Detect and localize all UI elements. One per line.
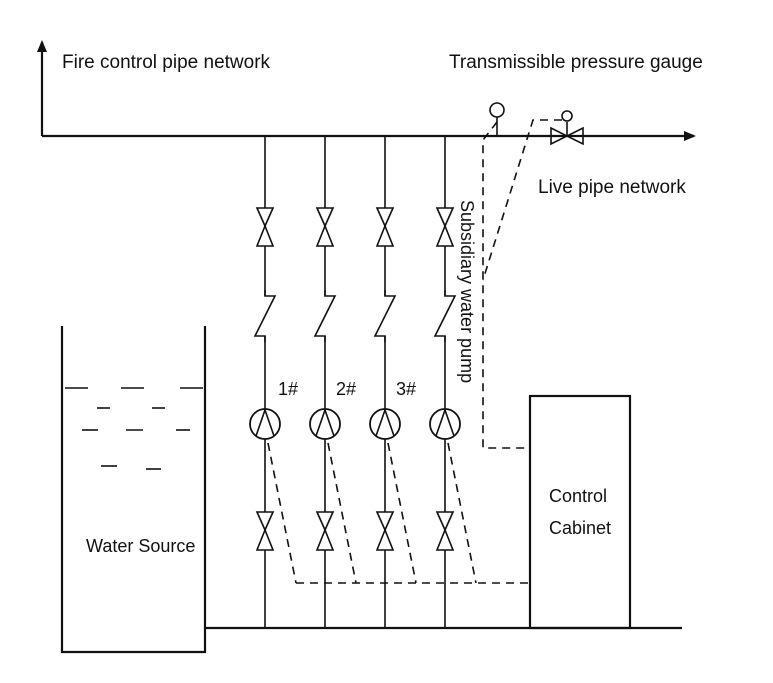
- valve-signal-line: [482, 119, 562, 281]
- control-cabinet-label-line2: Cabinet: [549, 518, 611, 538]
- check-valve-icon: [433, 290, 457, 342]
- discharge-valve-icon: [435, 207, 455, 247]
- pump-icon: [429, 407, 461, 440]
- suction-valve-icon: [315, 511, 335, 551]
- subsidiary-pump-label: Subsidiary water pump: [457, 200, 477, 383]
- water-source-tank: [60, 326, 207, 654]
- pump-branch-1: 1#: [249, 136, 298, 628]
- suction-valve-icon: [255, 511, 275, 551]
- live-network-valve-icon: [550, 110, 584, 146]
- pump-label: 1#: [278, 379, 298, 399]
- pump-icon: [249, 407, 281, 440]
- pump-label: 3#: [396, 379, 416, 399]
- discharge-valve-icon: [375, 207, 395, 247]
- pressure-gauge-label: Transmissible pressure gauge: [449, 52, 703, 73]
- check-valve-icon: [253, 290, 277, 342]
- pump-branch-2: 2#: [309, 136, 356, 628]
- pressure-gauge-icon: [489, 102, 505, 136]
- pump-branch-3: 3#: [369, 136, 416, 628]
- pump-2-signal: [327, 442, 357, 584]
- pump-label: 2#: [336, 379, 356, 399]
- pump-branch-4: [429, 136, 461, 628]
- control-cabinet: [528, 394, 632, 630]
- suction-valve-icon: [435, 511, 455, 551]
- pump-1-signal: [267, 442, 297, 584]
- check-valve-icon: [373, 290, 397, 342]
- pump-icon: [369, 407, 401, 440]
- control-cabinet-label-line1: Control: [549, 486, 607, 506]
- live-network-label: Live pipe network: [538, 177, 686, 198]
- check-valve-icon: [313, 290, 337, 342]
- fire-network-label: Fire control pipe network: [62, 52, 271, 73]
- suction-valve-icon: [375, 511, 395, 551]
- gauge-signal-line: [482, 121, 530, 449]
- discharge-valve-icon: [315, 207, 335, 247]
- pump-3-signal: [387, 442, 417, 584]
- discharge-valve-icon: [255, 207, 275, 247]
- pump-icon: [309, 407, 341, 440]
- water-source-label: Water Source: [86, 536, 195, 556]
- pump-4-signal: [447, 442, 477, 584]
